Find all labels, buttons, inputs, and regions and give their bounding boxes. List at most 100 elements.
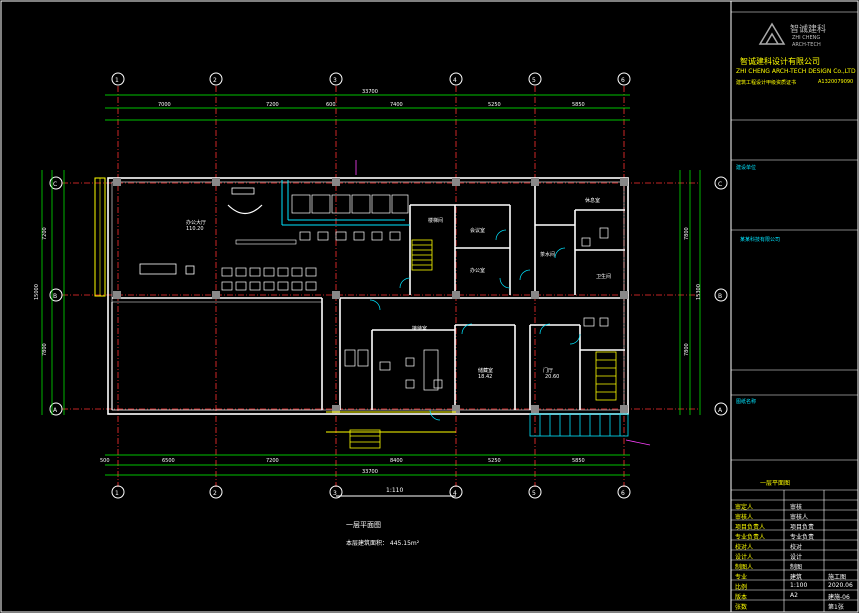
canopy [529, 413, 629, 437]
axis-bubbles [49, 72, 728, 499]
drawing-no-value: 建施-06 [828, 594, 850, 601]
logo-text-cn: 智诚建科 [790, 25, 827, 35]
role-label: 审核人 [735, 514, 754, 521]
dim-bottom: 5250 [488, 458, 501, 464]
axis-label: A [718, 407, 723, 414]
axis-grid [62, 86, 700, 487]
room-area: 110.20 [186, 226, 204, 232]
axis-label: 4 [453, 77, 457, 84]
dim-top: 600 [326, 102, 336, 108]
entrance-steps [349, 429, 381, 449]
role-label: 专业负责人 [735, 534, 766, 541]
role-value: 校对 [790, 544, 803, 551]
scale-label-tb: 比例 [735, 584, 748, 591]
axis-label: 6 [621, 490, 625, 497]
room-area: 18.42 [478, 374, 492, 380]
axis-label: 1 [115, 77, 119, 84]
axis-label: 5 [532, 77, 536, 84]
logo-text-en2: ARCH-TECH [792, 42, 821, 48]
office-chairs [221, 231, 401, 291]
axis-label: 6 [621, 77, 625, 84]
axis-label: C [718, 181, 722, 188]
role-label: 校对人 [735, 544, 754, 551]
discipline-label: 专业 [735, 574, 748, 581]
dim-top: 5850 [572, 102, 585, 108]
role-value: 专业负责 [790, 534, 815, 541]
dim-left: 7800 [42, 343, 48, 356]
structural-columns [113, 178, 628, 413]
room-area: 20.60 [545, 374, 559, 380]
role-value: 项目负责 [790, 524, 815, 531]
project-label: 建设单位 [736, 165, 757, 171]
discipline-value: 建筑 [790, 574, 803, 581]
company-name-en: ZHI CHENG ARCH-TECH DESIGN Co.,LTD [736, 68, 856, 75]
dim-bottom: 7200 [266, 458, 279, 464]
door-swings [369, 229, 581, 421]
dim-top: 7400 [390, 102, 403, 108]
logo-text-en1: ZHI CHENG [792, 35, 821, 41]
role-label: 项目负责人 [735, 524, 766, 531]
drawing-name-label: 图纸名称 [736, 399, 757, 405]
drawing-name: 一层平面图 [760, 480, 791, 487]
dim-left: 7200 [42, 227, 48, 240]
axis-label: 1 [115, 490, 119, 497]
axis-label: 3 [333, 490, 337, 497]
room-label: 茶水间 [540, 251, 555, 258]
room-label: 门厅 [543, 367, 553, 374]
role-label: 设计人 [735, 554, 754, 561]
axis-label: 4 [453, 490, 457, 497]
dim-right: 7800 [684, 227, 690, 240]
role-value: 制图 [790, 564, 803, 571]
title-block [731, 11, 858, 612]
axis-label: 2 [213, 77, 217, 84]
axis-label: 5 [532, 490, 536, 497]
cert-number: A1320079090 [818, 79, 854, 85]
role-value: 审核 [790, 504, 803, 511]
lower-left-area [112, 301, 323, 411]
sheet-value: 第1张 [828, 604, 844, 611]
dim-bottom: 8400 [390, 458, 403, 464]
dim-top: 5250 [488, 102, 501, 108]
meeting-furniture [344, 349, 443, 391]
dim-left-overall: 15000 [34, 284, 40, 300]
stair-top [411, 239, 433, 271]
dim-right: 7800 [684, 343, 690, 356]
dim-bottom: 5850 [572, 458, 585, 464]
reception-desk [227, 204, 263, 215]
stage-value: 施工图 [828, 574, 847, 581]
role-label: 审定人 [735, 504, 754, 511]
scale-value-tb: 1:100 [790, 582, 808, 589]
area-note: 本层建筑面积： 445.15m² [346, 539, 420, 547]
dim-bottom: 6500 [162, 458, 175, 464]
dim-bottom: 500 [100, 458, 110, 464]
room-label: 办公室 [470, 267, 485, 274]
room-label: 卫生间 [596, 273, 611, 280]
dim-right-overall: 15300 [696, 284, 702, 300]
room-label: 会议室 [470, 227, 485, 234]
version-label: 版本 [735, 594, 748, 601]
stair-bottom [595, 351, 617, 401]
scale-label: 1:110 [386, 487, 403, 494]
role-label: 制图人 [735, 564, 754, 571]
workstations [291, 194, 409, 214]
bathroom-fixtures [581, 227, 609, 327]
axis-label: 3 [333, 77, 337, 84]
role-value: 设计 [790, 554, 803, 561]
room-label: 接待室 [412, 325, 427, 332]
axis-label: B [718, 293, 722, 300]
section-marks [355, 160, 651, 446]
dim-overall-bottom: 33700 [362, 469, 378, 475]
room-label: 办公大厅 [186, 219, 206, 226]
room-label: 储藏室 [478, 367, 493, 374]
axis-label: 2 [213, 490, 217, 497]
cyan-partition [281, 180, 410, 226]
office-table [139, 263, 177, 275]
version-value: A2 [790, 592, 798, 599]
room-label: 楼梯间 [428, 217, 443, 224]
plan-title: 一层平面图 [346, 521, 381, 529]
sheet-label: 张数 [735, 604, 748, 611]
dim-top: 7200 [266, 102, 279, 108]
company-logo [758, 22, 786, 45]
company-name-cn: 智诚建科设计有限公司 [740, 57, 820, 66]
